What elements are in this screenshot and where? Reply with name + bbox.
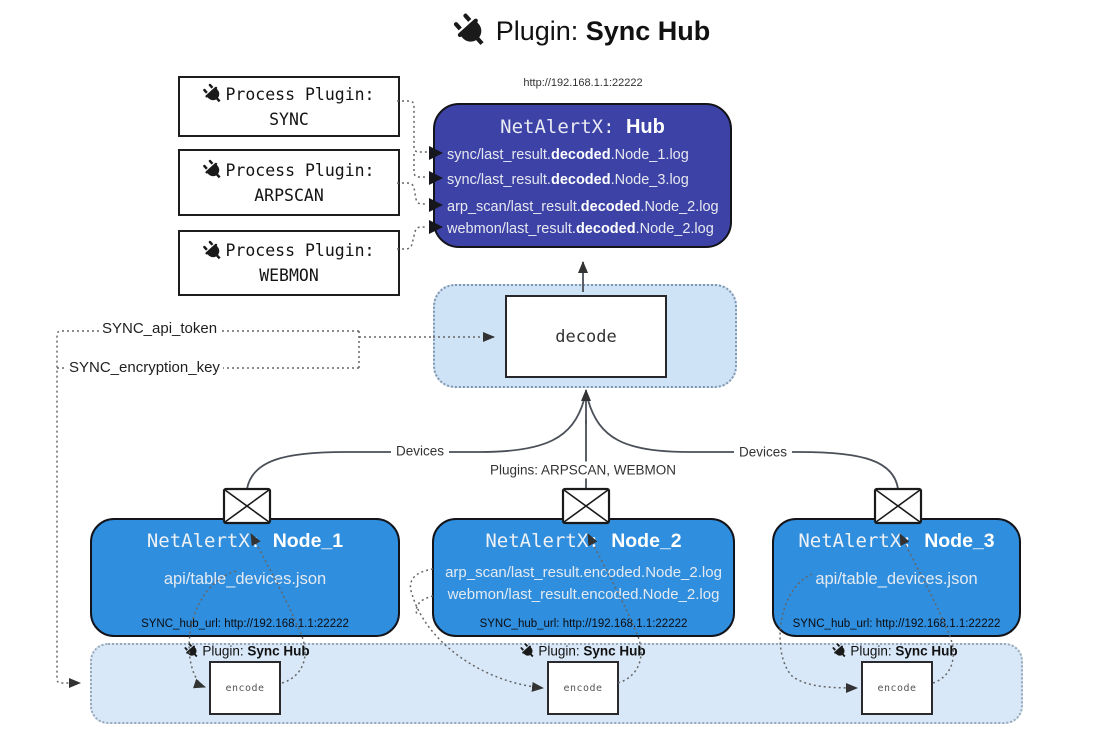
- plug-icon: [520, 643, 534, 658]
- node-file: api/table_devices.json: [815, 570, 978, 588]
- node-1-box: NetAlertX: Node_1 api/table_devices.json…: [90, 518, 400, 637]
- encode-box-3: encode: [861, 661, 933, 715]
- encode-plugin-label-1: Plugin: Sync Hub: [184, 643, 310, 659]
- process-plugin-label: Process Plugin:: [225, 241, 375, 260]
- decode-box: decode: [505, 295, 667, 378]
- plug-icon: [203, 159, 222, 179]
- process-plugin-sync: Process Plugin: SYNC: [178, 76, 400, 137]
- hub-title: NetAlertX: Hub: [500, 116, 665, 138]
- setting-sync-api-token: SYNC_api_token: [99, 320, 221, 337]
- hub-log-entry: webmon/last_result.decoded.Node_2.log: [447, 221, 714, 237]
- plug-icon: [453, 13, 484, 46]
- plug-icon: [203, 83, 222, 103]
- encode-plugin-label-2: Plugin: Sync Hub: [520, 643, 646, 659]
- plug-icon: [184, 643, 198, 658]
- node-3-box: NetAlertX: Node_3 api/table_devices.json…: [772, 518, 1021, 637]
- node-hub-url: SYNC_hub_url: http://192.168.1.1:22222: [479, 618, 688, 630]
- hub-log-entry: sync/last_result.decoded.Node_3.log: [447, 172, 689, 188]
- node-title: NetAlertX: Node_2: [485, 530, 682, 552]
- node-hub-url: SYNC_hub_url: http://192.168.1.1:22222: [141, 618, 349, 630]
- node-title: NetAlertX: Node_1: [146, 530, 344, 552]
- hub-log-entry: sync/last_result.decoded.Node_1.log: [447, 147, 689, 163]
- process-plugin-name: SYNC: [269, 109, 309, 129]
- process-plugin-webmon: Process Plugin: WEBMON: [178, 230, 400, 296]
- process-plugin-arpscan: Process Plugin: ARPSCAN: [178, 149, 400, 216]
- edge-label-devices-right: Devices: [733, 443, 793, 461]
- node-hub-url: SYNC_hub_url: http://192.168.1.1:22222: [792, 618, 1001, 630]
- node-file: arp_scan/last_result.encoded.Node_2.log: [445, 564, 722, 581]
- node-file: api/table_devices.json: [163, 570, 327, 588]
- process-plugin-name: ARPSCAN: [254, 185, 324, 205]
- encode-plugin-label-3: Plugin: Sync Hub: [832, 643, 958, 659]
- process-plugin-label: Process Plugin:: [225, 84, 375, 104]
- encode-box-1: encode: [209, 661, 281, 715]
- edge-label-devices-left: Devices: [390, 442, 450, 460]
- title-text: Plugin: Sync Hub: [495, 15, 711, 46]
- edge-label-plugins: Plugins: ARPSCAN, WEBMON: [484, 461, 682, 479]
- node-2-box: NetAlertX: Node_2 arp_scan/last_result.e…: [432, 518, 735, 637]
- process-plugin-label: Process Plugin:: [225, 160, 375, 180]
- hub-log-entry: arp_scan/last_result.decoded.Node_2.log: [447, 199, 719, 215]
- node-title: NetAlertX: Node_3: [798, 530, 995, 552]
- setting-sync-encryption-key: SYNC_encryption_key: [66, 359, 223, 376]
- diagram-title: Plugin: Sync Hub: [453, 13, 711, 48]
- node-file: webmon/last_result.encoded.Node_2.log: [447, 586, 720, 603]
- hub-box: NetAlertX: Hub sync/last_result.decoded.…: [433, 103, 732, 248]
- encode-box-2: encode: [547, 661, 619, 715]
- plug-icon: [203, 240, 222, 259]
- plug-icon: [832, 643, 846, 658]
- hub-url: http://192.168.1.1:22222: [523, 77, 643, 89]
- process-plugin-name: WEBMON: [259, 266, 319, 285]
